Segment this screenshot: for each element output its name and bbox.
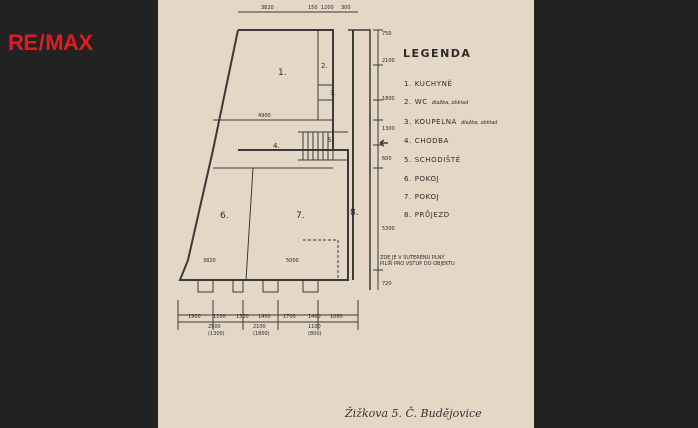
logo-re: RE bbox=[8, 30, 38, 55]
dim-right-6: 5300 bbox=[382, 226, 395, 232]
dim-bottom-2: 1100 bbox=[213, 314, 226, 320]
dim-bottom-12: 1100 bbox=[308, 324, 321, 330]
dim-top-1: 3820 bbox=[261, 5, 274, 11]
legend-item-1: 1. KUCHYNĚ bbox=[404, 80, 453, 88]
room-4-label: 4. bbox=[273, 142, 280, 150]
legend-item-4: 4. CHODBA bbox=[404, 137, 449, 145]
room-6-label: 6. bbox=[220, 211, 229, 221]
room-8-label: 8. bbox=[350, 208, 359, 218]
dim-right-1: 750 bbox=[382, 31, 392, 37]
dim-bottom-13: (800) bbox=[308, 331, 321, 337]
floor-plan-photo: 1. 2. 3. 4. 5. 6. 7. 8. 3820 150 1200 30… bbox=[158, 0, 534, 428]
dim-right-7: 720 bbox=[382, 281, 392, 287]
basement-note-line-1: ZDE JE V SUTERÉNU PLNÝ bbox=[380, 255, 445, 261]
dim-bottom-4: 1400 bbox=[258, 314, 271, 320]
dim-bottom-3: 1300 bbox=[236, 314, 249, 320]
address-caption: Žižkova 5. Č. Budějovice bbox=[345, 407, 482, 420]
dim-bottom-8: 2500 bbox=[208, 324, 221, 330]
basement-note-line-2: PILÍŘ PRO VSTUP DO OBJEKTU bbox=[380, 261, 455, 267]
legend-item-6: 6. POKOJ bbox=[404, 175, 440, 183]
dim-bottom-9: (1300) bbox=[208, 331, 225, 337]
dim-bottom-10: 2100 bbox=[253, 324, 266, 330]
room-7-label: 7. bbox=[296, 211, 305, 221]
dim-inner-2: 3820 bbox=[203, 258, 216, 264]
room-1-label: 1. bbox=[278, 68, 287, 78]
logo-max: MAX bbox=[45, 30, 93, 55]
dim-inner-3: 5000 bbox=[286, 258, 299, 264]
logo-slash: / bbox=[38, 30, 45, 55]
legend-item-8: 8. PRŮJEZD bbox=[404, 211, 450, 219]
dim-right-5: 600 bbox=[382, 156, 392, 162]
dim-top-4: 300 bbox=[341, 5, 351, 11]
dim-bottom-5: 1700 bbox=[283, 314, 296, 320]
dim-top-2: 150 bbox=[308, 5, 318, 11]
dim-right-3: 1800 bbox=[382, 96, 395, 102]
dim-bottom-1: 1900 bbox=[188, 314, 201, 320]
dim-top-3: 1200 bbox=[321, 5, 334, 11]
dim-bottom-11: (1800) bbox=[253, 331, 270, 337]
room-2-label: 2. bbox=[321, 62, 328, 70]
basement-note: ZDE JE V SUTERÉNU PLNÝ PILÍŘ PRO VSTUP D… bbox=[380, 255, 455, 267]
remax-logo: RE/MAX bbox=[8, 30, 93, 55]
dim-right-2: 2100 bbox=[382, 58, 395, 64]
legend-item-7: 7. POKOJ bbox=[404, 193, 440, 201]
dim-bottom-7: 1080 bbox=[330, 314, 343, 320]
dim-bottom-6: 1400 bbox=[308, 314, 321, 320]
room-3-label: 3. bbox=[330, 90, 336, 97]
legend-item-5: 5. SCHODIŠTĚ bbox=[404, 156, 461, 164]
dim-inner-1: 4900 bbox=[258, 113, 271, 119]
floor-plan-drawing: 1. 2. 3. 4. 5. 6. 7. 8. 3820 150 1200 30… bbox=[177, 5, 395, 337]
legend-title: LEGENDA bbox=[403, 47, 472, 60]
room-5-label: 5. bbox=[328, 137, 334, 144]
dim-right-4: 1300 bbox=[382, 126, 395, 132]
